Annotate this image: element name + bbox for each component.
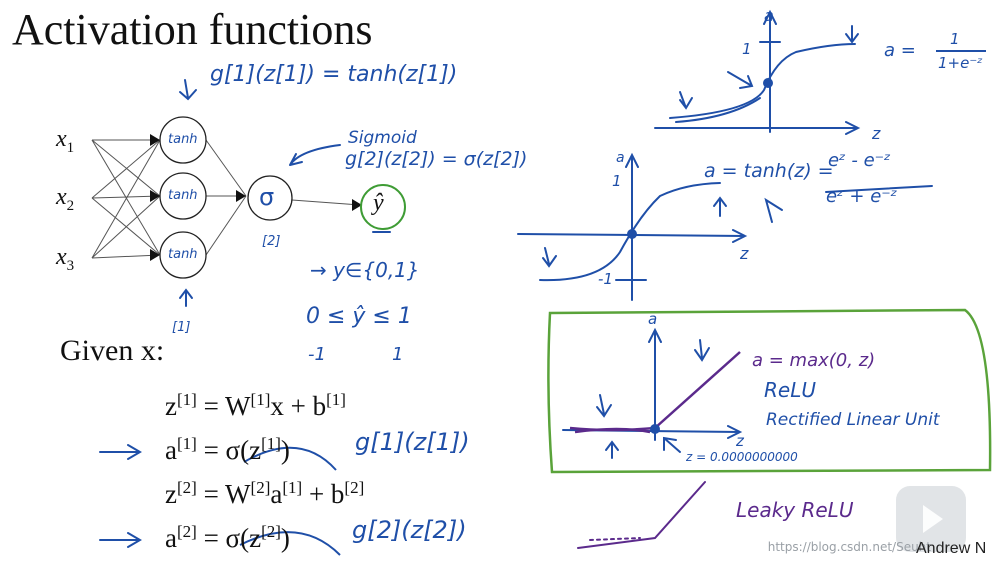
hidden-node-2-label: tanh: [168, 188, 198, 203]
given-label: Given x:: [60, 334, 165, 367]
sigmoid-fraction-bar: [936, 50, 986, 52]
sigmoid-tick-1: 1: [742, 40, 752, 58]
sigmoid-axis-a: a: [764, 6, 774, 25]
input-x1: x1: [56, 126, 75, 156]
author-name: Andrew N: [916, 540, 987, 557]
input-x2: x2: [56, 184, 75, 214]
g1-definition: g[1](z[1]) = tanh(z[1]): [210, 62, 458, 87]
sigmoid-label: Sigmoid: [348, 128, 417, 148]
hidden-node-1: [159, 116, 207, 164]
g2-replacement: g[2](z[2]): [352, 516, 467, 544]
play-button[interactable]: [896, 486, 966, 552]
layer1-label: [1]: [172, 320, 191, 335]
leaky-relu-plot: [577, 481, 706, 549]
input-x3: x3: [56, 244, 75, 274]
relu-axis-a: a: [648, 310, 658, 328]
hidden-node-1-label: tanh: [168, 132, 198, 147]
sigmoid-formula-num: 1: [950, 30, 960, 48]
tanh-formula-num: eᶻ - e⁻ᶻ: [828, 150, 891, 171]
y-set: → y∈{0,1}: [310, 258, 420, 282]
g2-definition: g[2](z[2]) = σ(z[2]): [345, 148, 528, 170]
equation-3: z[2] = W[2]a[1] + b[2]: [165, 478, 365, 509]
tanh-tick-1: 1: [612, 172, 622, 190]
g1-replacement: g[1](z[1]): [355, 428, 470, 456]
tanh-formula-den: eᶻ + e⁻ᶻ: [826, 186, 898, 207]
output-node-label: σ: [259, 183, 275, 211]
range-one: 1: [392, 344, 404, 365]
layer2-label: [2]: [262, 234, 281, 249]
sigmoid-axis-z: z: [872, 124, 881, 143]
watermark-url: https://blog.csdn.net/Seuht: [767, 540, 931, 554]
tanh-tick-neg1: -1: [598, 270, 613, 288]
output-yhat: ŷ: [373, 190, 384, 216]
sigmoid-plot: [654, 9, 861, 135]
equation-4: a[2] = σ(z[2]): [165, 522, 290, 553]
tanh-axis-a: a: [616, 150, 625, 166]
tanh-axis-z: z: [740, 244, 749, 263]
hidden-node-3: [159, 231, 207, 279]
output-node: [247, 175, 293, 221]
equation-2: a[1] = σ(z[1]): [165, 434, 290, 465]
tanh-formula-lhs: a = tanh(z) =: [704, 160, 834, 182]
output-circle-highlight: [360, 184, 406, 230]
range-neg1: -1: [308, 344, 326, 365]
y-range: 0 ≤ ŷ ≤ 1: [306, 304, 412, 329]
hidden-node-3-label: tanh: [168, 247, 198, 262]
slide-title: Activation functions: [12, 5, 373, 54]
leaky-relu-label: Leaky ReLU: [736, 498, 854, 522]
relu-name: ReLU: [764, 378, 816, 402]
sigmoid-formula-lhs: a =: [884, 40, 916, 61]
relu-axis-z: z: [736, 432, 744, 450]
relu-full-name: Rectified Linear Unit: [766, 410, 940, 430]
relu-box: [547, 308, 992, 474]
equation-1: z[1] = W[1]x + b[1]: [165, 390, 346, 421]
tanh-midpoint: [627, 229, 637, 239]
hidden-node-2: [159, 172, 207, 220]
sigmoid-formula-den: 1+e⁻ᶻ: [938, 54, 983, 72]
relu-formula: a = max(0, z): [752, 350, 876, 371]
sigmoid-midpoint: [763, 78, 773, 88]
z-small-value: z = 0.0000000000: [686, 450, 798, 464]
play-icon: [923, 505, 943, 533]
